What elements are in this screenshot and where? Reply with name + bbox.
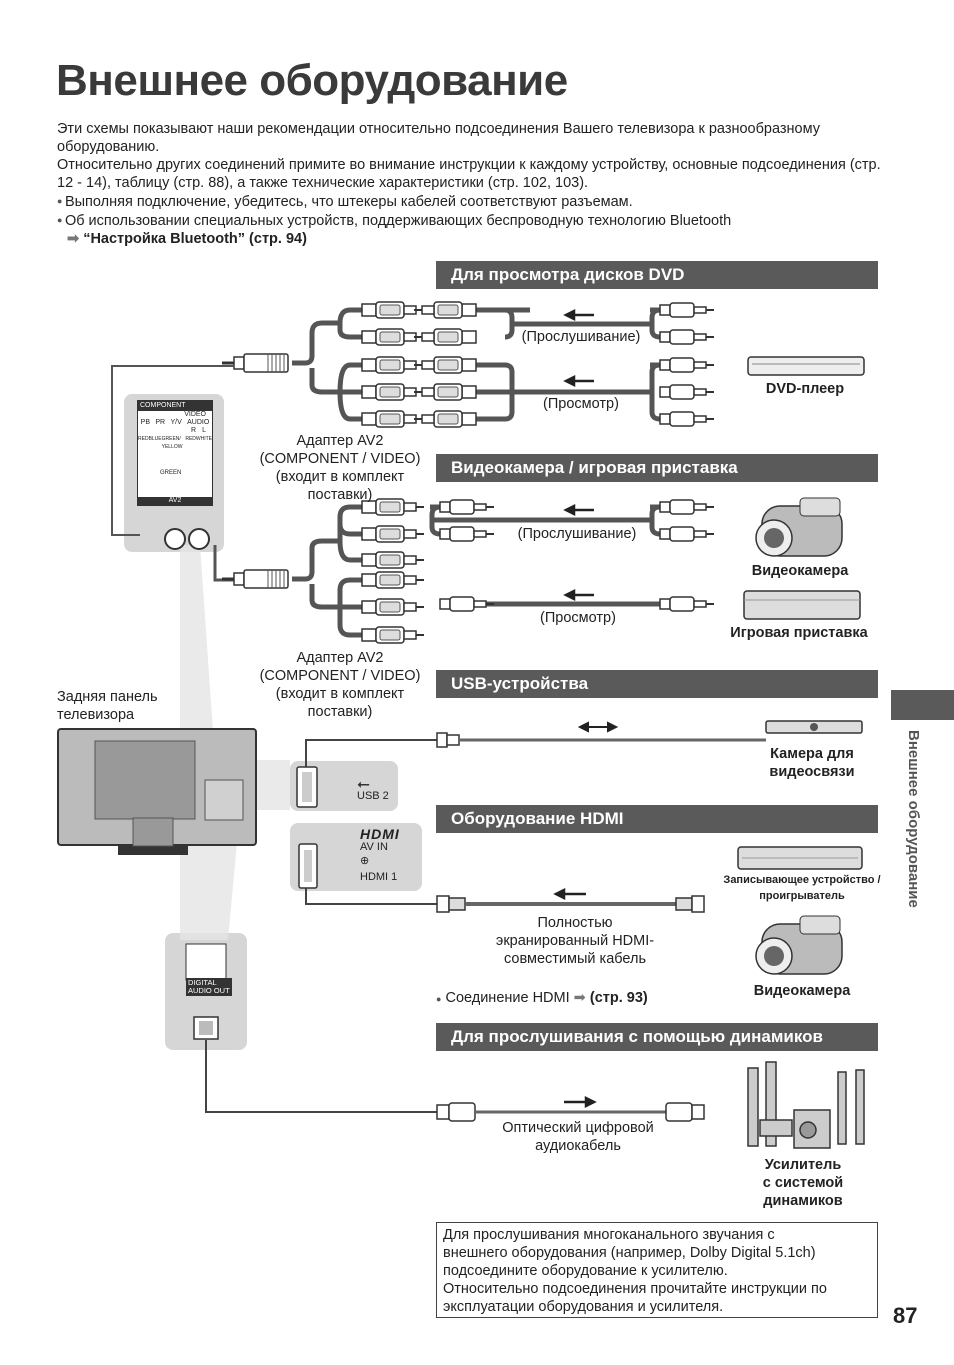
- panel-green-label: GREEN: [160, 470, 182, 476]
- hdmi-cable-line-1: Полностью: [537, 915, 613, 931]
- hdmi-connection-ref[interactable]: ● Соединение HDMI ➡ (стр. 93): [436, 989, 696, 1008]
- adapter-line-1: Адаптер AV2: [296, 433, 384, 449]
- digital-audio-out-label: DIGITAL AUDIO OUT: [186, 978, 232, 996]
- amplifier-label: Усилитель с системой динамиков: [738, 1156, 868, 1210]
- input-arrow-icon: ⊕: [360, 855, 370, 867]
- digital-audio-line-2: AUDIO OUT: [188, 986, 230, 995]
- adapter-line-4: поставки): [307, 487, 373, 503]
- side-tab-marker: [891, 690, 954, 720]
- camera-viewing-label: (Просмотр): [540, 610, 616, 626]
- panel-red-label: RED: [138, 436, 149, 442]
- arrow-right-icon: ➡: [67, 231, 80, 247]
- digital-audio-line-1: DIGITAL: [188, 978, 217, 987]
- recorder-line-1: Записывающее устройство /: [723, 874, 881, 886]
- bluetooth-link[interactable]: ➡ “Настройка Bluetooth” (стр. 94): [57, 230, 897, 248]
- panel-l-label: L: [202, 427, 206, 434]
- video-camera-line-1: Камера для: [770, 746, 854, 762]
- hdmi-cable-line-3: совместимый кабель: [503, 951, 647, 967]
- intro-paragraph-1: Эти схемы показывают наши рекомендации о…: [57, 121, 820, 155]
- hdmi-cable-line-2: экранированный HDMI-: [495, 933, 655, 949]
- side-tab-text: Внешнее оборудование: [905, 730, 922, 908]
- video-camera-line-2: видеосвязи: [769, 764, 855, 780]
- hdmi-conn-text: Соединение HDMI: [445, 990, 570, 1006]
- intro-bullet-2-text: Об использовании специальных устройств, …: [64, 213, 732, 229]
- panel-pb-label: PB: [140, 419, 151, 426]
- section-hdmi: Оборудование HDMI: [436, 805, 878, 833]
- intro-text: Эти схемы показывают наши рекомендации о…: [57, 120, 897, 248]
- panel-white-label: WHITE: [195, 436, 212, 442]
- panel-red2-label: RED: [185, 436, 196, 442]
- note-line-3: подсоедините оборудование к усилителю.: [443, 1263, 728, 1279]
- rear-panel-line-1: Задняя панель: [57, 689, 158, 705]
- page-title: Внешнее оборудование: [56, 56, 568, 105]
- adapter2-line-2: (COMPONENT / VIDEO): [259, 668, 421, 684]
- adapter2-line-3: (входит в комплект: [275, 686, 405, 702]
- game-console-label: Игровая приставка: [730, 625, 868, 641]
- camera-listening-label: (Прослушивание): [517, 526, 637, 542]
- panel-r-label: R: [191, 427, 197, 434]
- adapter2-line-1: Адаптер AV2: [296, 650, 384, 666]
- panel-component-label: COMPONENT: [138, 401, 212, 411]
- intro-paragraph-2: Относительно других соединений примите в…: [57, 157, 881, 191]
- av2-jack-1: [164, 528, 186, 550]
- rear-panel-label: Задняя панель телевизора: [57, 688, 187, 724]
- intro-bullet-1: Выполняя подключение, убедитесь, что ште…: [57, 192, 897, 211]
- note-line-4: Относительно подсоединения прочитайте ин…: [443, 1281, 827, 1297]
- section-dvd: Для просмотра дисков DVD: [436, 261, 878, 289]
- note-line-2: внешнего оборудования (например, Dolby D…: [443, 1245, 816, 1261]
- adapter-label-2: Адаптер AV2 (COMPONENT / VIDEO) (входит …: [250, 649, 430, 721]
- hdmi1-label: HDMI 1: [360, 871, 398, 883]
- adapter-line-2: (COMPONENT / VIDEO): [259, 451, 421, 467]
- note-line-1: Для прослушивания многоканального звучан…: [443, 1227, 775, 1243]
- usb-icon: ⭠: [357, 776, 370, 793]
- panel-av2-label: AV2: [138, 497, 212, 505]
- panel-blue-label: BLUE: [148, 436, 162, 442]
- section-speakers: Для прослушивания с помощью динамиков: [436, 1023, 878, 1051]
- optical-line-2: аудиокабель: [535, 1138, 621, 1154]
- bullet-icon: ●: [436, 994, 442, 1004]
- video-camera-label: Камера для видеосвязи: [752, 745, 872, 781]
- intro-bullet-1-text: Выполняя подключение, убедитесь, что ште…: [64, 194, 633, 210]
- arrow-right-icon: ➡: [573, 990, 586, 1006]
- panel-yv-label: Y/V: [170, 419, 182, 426]
- section-usb: USB-устройства: [436, 670, 878, 698]
- adapter2-line-4: поставки): [307, 704, 373, 720]
- panel-audio-label: AUDIO: [187, 419, 210, 426]
- camcorder-label: Видеокамера: [751, 563, 849, 579]
- section-camera: Видеокамера / игровая приставка: [436, 454, 878, 482]
- dvd-listening-label: (Прослушивание): [521, 329, 641, 345]
- adapter-label-1: Адаптер AV2 (COMPONENT / VIDEO) (входит …: [250, 432, 430, 504]
- hdmi-conn-page: (стр. 93): [589, 990, 648, 1006]
- av2-jack-2: [188, 528, 210, 550]
- dvd-player-label: DVD-плеер: [765, 381, 845, 397]
- intro-bullet-2: Об использовании специальных устройств, …: [57, 211, 897, 230]
- panel-video-label: VIDEO: [184, 411, 206, 418]
- amp-line-2: с системой: [762, 1175, 844, 1191]
- amp-line-1: Усилитель: [764, 1157, 842, 1173]
- usb-port-label: USB 2: [357, 790, 389, 802]
- bluetooth-link-text: “Настройка Bluetooth” (стр. 94): [83, 231, 307, 247]
- panel-pr-label: PR: [155, 419, 166, 426]
- optical-cable-label: Оптический цифровой аудиокабель: [480, 1119, 676, 1155]
- hdmi-logo-icon: HDMI: [360, 826, 400, 842]
- panel-green-yellow-label: GREEN/ YELLOW: [161, 436, 183, 450]
- note-line-5: эксплуатации оборудования и усилителя.: [443, 1299, 724, 1315]
- adapter-line-3: (входит в комплект: [275, 469, 405, 485]
- amp-line-3: динамиков: [763, 1193, 843, 1209]
- camcorder-hdmi-label: Видеокамера: [753, 983, 851, 999]
- hdmi-cable-label: Полностью экранированный HDMI- совместим…: [478, 914, 672, 968]
- dvd-viewing-label: (Просмотр): [543, 396, 619, 412]
- rear-panel-line-2: телевизора: [57, 707, 135, 723]
- av-in-label: AV IN: [360, 841, 388, 853]
- note-box: Для прослушивания многоканального звучан…: [436, 1222, 878, 1318]
- av2-panel: COMPONENT VIDEO PB PR Y/V AUDIO R L RED …: [137, 400, 213, 506]
- page-number: 87: [893, 1303, 918, 1328]
- recorder-label: Записывающее устройство / проигрыватель: [722, 872, 882, 904]
- recorder-line-2: проигрыватель: [759, 890, 845, 902]
- optical-line-1: Оптический цифровой: [502, 1120, 654, 1136]
